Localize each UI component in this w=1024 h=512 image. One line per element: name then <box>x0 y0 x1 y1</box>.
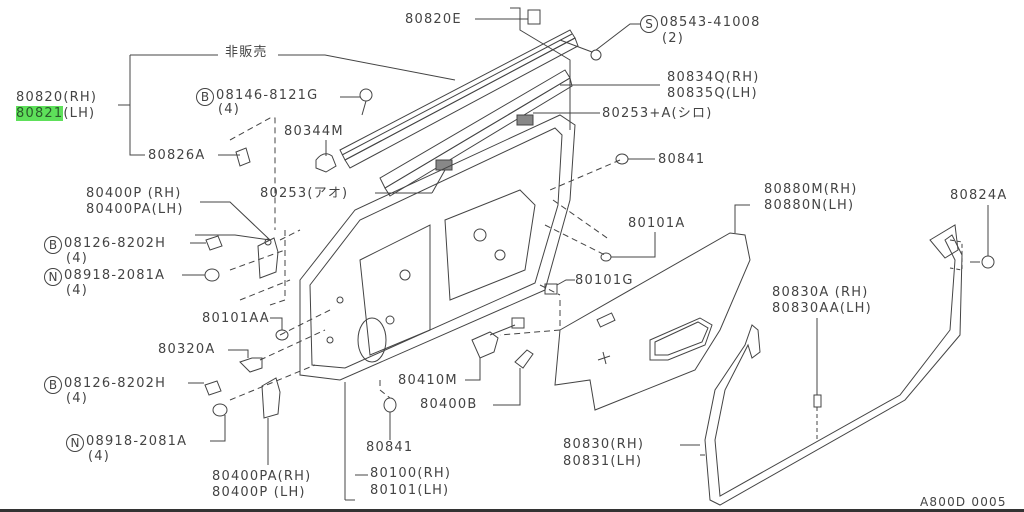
label-door-panel-rh: 80100(RH) <box>370 466 452 481</box>
bolt-upper-code: 08126-8202H <box>64 236 167 251</box>
window-sash-moulding <box>339 29 579 169</box>
label-bolt-lower-qty: (4) <box>66 391 89 406</box>
label-lh-suffix: (LH) <box>63 106 96 121</box>
label-80841-top: 80841 <box>658 152 706 167</box>
label-door-panel-lh: 80101(LH) <box>370 483 450 498</box>
nut-upper-code: 08918-2081A <box>64 268 166 283</box>
label-trim-rh: 80880M(RH) <box>764 182 858 197</box>
clip-and-screw <box>375 7 640 194</box>
label-bolt-upper-qty: (4) <box>66 251 89 266</box>
nut-lower-code: 08918-2081A <box>86 434 188 449</box>
screw-code: 08543-41008 <box>660 15 761 30</box>
label-80400B: 80400B <box>420 397 478 412</box>
n-mark-icon: N <box>44 268 62 286</box>
label-nut-lower-qty: (4) <box>88 449 111 464</box>
n-mark-icon: N <box>66 434 84 452</box>
label-ws-clip-lh: 80830AA(LH) <box>772 301 872 316</box>
label-weatherstrip-lh: 80835Q(LH) <box>667 86 758 101</box>
label-80841-bottom: 80841 <box>366 440 414 455</box>
clips-upper <box>229 88 373 230</box>
label-weatherstrip-main-rh: 80830(RH) <box>563 437 645 452</box>
s-mark-icon: S <box>640 15 658 33</box>
label-weatherstrip-rh: 80834Q(RH) <box>667 70 760 85</box>
label-80253-blue: 80253(アオ) <box>260 186 349 201</box>
label-80826A: 80826A <box>148 148 206 163</box>
highlighted-part-number[interactable]: 80821 <box>16 106 64 121</box>
label-80101G: 80101G <box>575 273 634 288</box>
label-80824A: 80824A <box>950 188 1008 203</box>
label-screw-qty: (2) <box>662 31 685 46</box>
leader-door-sash <box>118 54 456 156</box>
bottom-border <box>0 509 1024 512</box>
label-hinge-upper-lh: 80400PA(LH) <box>86 202 184 217</box>
label-80101AA: 80101AA <box>202 311 270 326</box>
b-mark-icon: B <box>44 376 62 394</box>
bolt-top-code: 08146-8121G <box>216 88 319 103</box>
label-80344M: 80344M <box>284 124 344 139</box>
main-weatherstrip <box>700 205 995 506</box>
label-80101A: 80101A <box>628 216 686 231</box>
label-door-sash-rh: 80820(RH) <box>16 90 98 105</box>
label-hinge-upper-rh: 80400P (RH) <box>86 186 182 201</box>
not-for-sale-label: 非販売 <box>225 45 268 60</box>
check-link <box>465 317 534 406</box>
label-door-sash-lh: 80821(LH) <box>16 106 95 121</box>
label-hinge-lower-rh: 80400PA(RH) <box>212 469 312 484</box>
lower-hinge <box>188 317 289 465</box>
bolt-lower-code: 08126-8202H <box>64 376 167 391</box>
upper-hinge <box>182 234 279 282</box>
b-mark-icon: B <box>196 88 214 106</box>
label-80253A: 80253+A(シロ) <box>602 106 713 121</box>
label-hinge-lower-lh: 80400P (LH) <box>212 485 306 500</box>
figure-code: A800D 0005 <box>920 495 1007 509</box>
label-nut-upper-qty: (4) <box>66 283 89 298</box>
label-trim-lh: 80880N(LH) <box>764 198 855 213</box>
label-bolt-top-qty: (4) <box>218 102 241 117</box>
label-ws-clip-rh: 80830A (RH) <box>772 285 869 300</box>
label-80320A: 80320A <box>158 342 216 357</box>
door-trim-board <box>554 204 751 411</box>
label-80410M: 80410M <box>398 373 458 388</box>
label-weatherstrip-main-lh: 80831(LH) <box>563 454 643 469</box>
b-mark-icon: B <box>44 236 62 254</box>
label-80820E: 80820E <box>405 12 462 27</box>
door-inner-panel <box>299 114 576 501</box>
